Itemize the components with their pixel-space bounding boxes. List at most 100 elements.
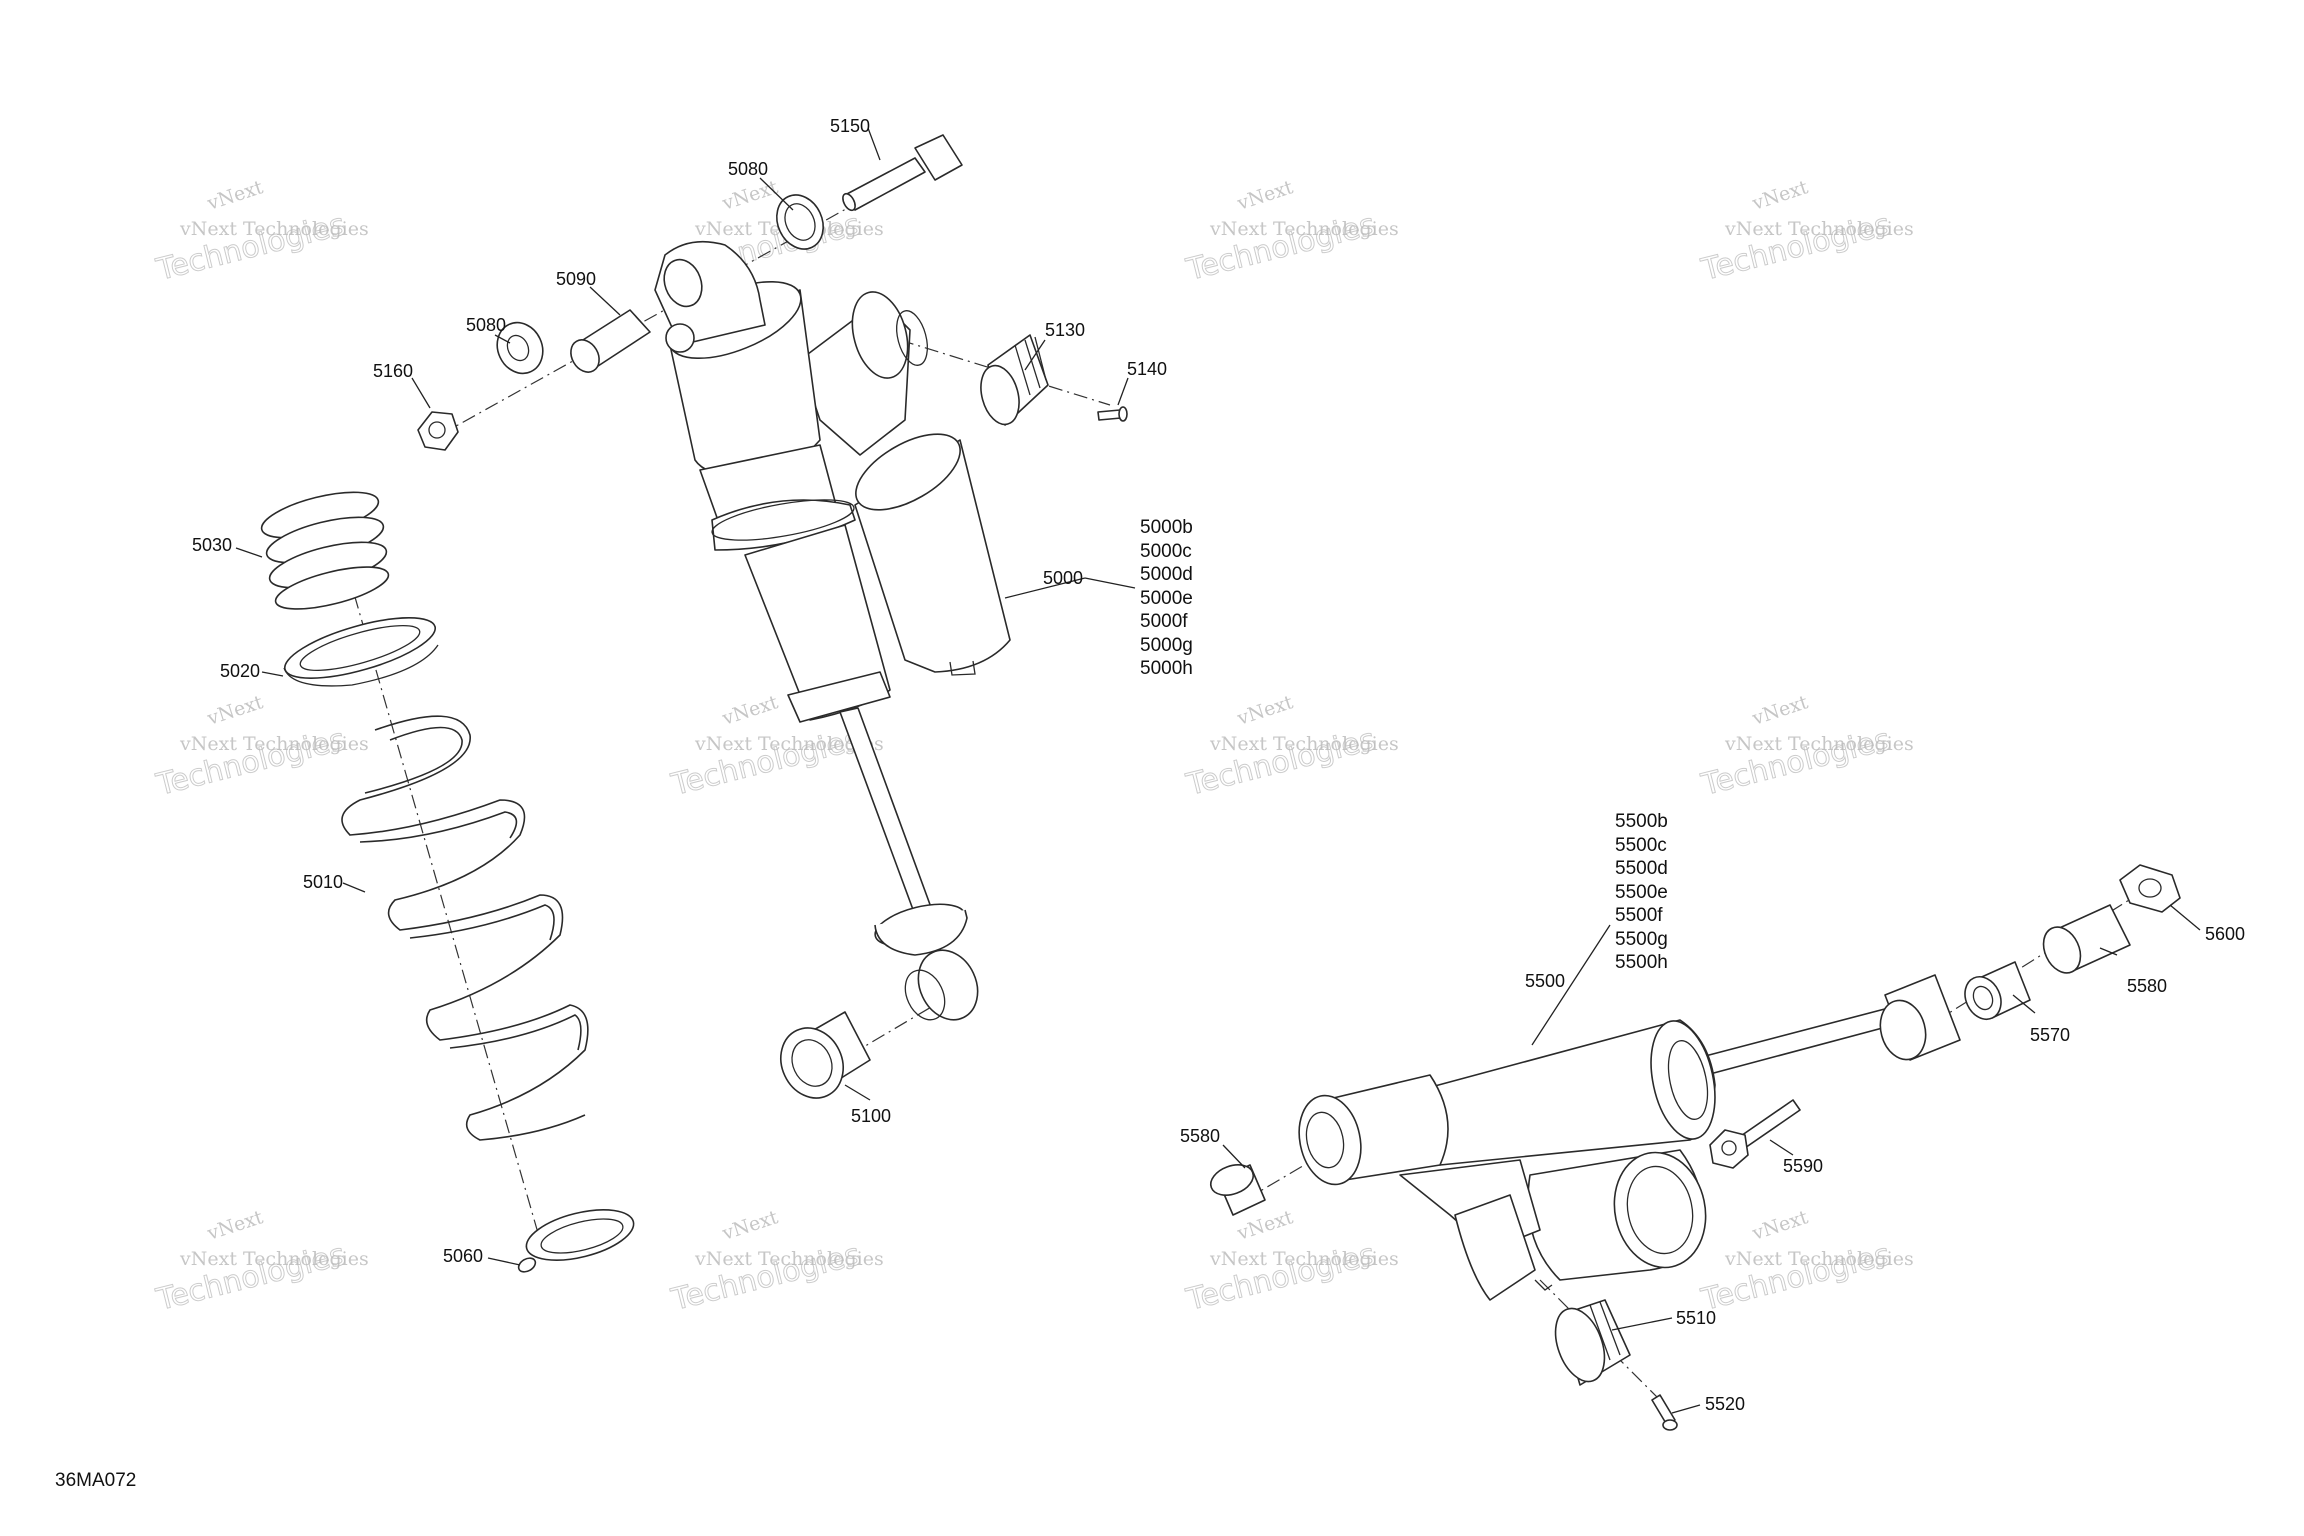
svg-text:vNext Technologies: vNext Technologies — [179, 1248, 369, 1270]
mount-pin — [665, 323, 695, 353]
bolt-5150 — [842, 134, 963, 212]
watermark: vNext vNext Technologies Technologies — [152, 1206, 369, 1318]
preload-rings-5030 — [260, 491, 390, 610]
nut-5160 — [417, 411, 459, 451]
svg-text:vNext Technologies: vNext Technologies — [1209, 1248, 1399, 1270]
svg-text:vNext Technologies: vNext Technologies — [1724, 1248, 1914, 1270]
bottom-eye — [917, 949, 979, 1021]
watermark: vNext vNext Technologies Technologies — [1182, 1206, 1399, 1318]
watermark: vNext vNext Technologies Technologies — [152, 691, 369, 803]
svg-text:vNext Technologies: vNext Technologies — [1209, 733, 1399, 755]
variant-5500c: 5500c — [1615, 835, 1667, 856]
rear-shock-5500 — [1298, 974, 1961, 1301]
svg-text:vNext: vNext — [1234, 1206, 1296, 1245]
watermark: vNext vNext Technologies Technologies — [1182, 176, 1399, 288]
variant-5000h: 5000h — [1140, 658, 1193, 679]
rear-adjuster-block — [1454, 1194, 1536, 1301]
leader-lines — [235, 127, 2201, 1414]
spacer-5080-upper — [776, 194, 824, 250]
svg-text:vNext Technologies: vNext Technologies — [1724, 218, 1914, 240]
coil-spring-5010 — [341, 715, 589, 1141]
watermark: vNext vNext Technologies Technologies — [1697, 1206, 1914, 1318]
callout-5130: 5130 — [1045, 320, 1085, 340]
retaining-clip-5060 — [517, 1209, 635, 1273]
svg-text:vNext: vNext — [204, 691, 266, 730]
callout-5090: 5090 — [556, 269, 596, 289]
bushing-5100 — [780, 1011, 871, 1099]
callout-labels: 5150 5080 5090 5080 5160 5130 5140 5030 … — [192, 116, 2245, 1414]
bushing-5580-right — [2042, 904, 2131, 974]
callout-5150: 5150 — [830, 116, 870, 136]
callout-5080-upper: 5080 — [728, 159, 768, 179]
variant-5500d: 5500d — [1615, 858, 1668, 879]
svg-text:vNext Technologies: vNext Technologies — [694, 1248, 884, 1270]
callout-5100: 5100 — [851, 1106, 891, 1126]
svg-text:vNext Technologies: vNext Technologies — [179, 218, 369, 240]
variant-5000e: 5000e — [1140, 588, 1193, 609]
front-shock-5000 — [654, 240, 1011, 1021]
knob-5130 — [980, 334, 1049, 426]
callout-5020: 5020 — [220, 661, 260, 681]
callout-5510: 5510 — [1676, 1308, 1716, 1328]
bridge-collar — [851, 291, 909, 379]
svg-text:vNext Technologies: vNext Technologies — [1209, 218, 1399, 240]
variant-5500b: 5500b — [1615, 811, 1668, 832]
watermark: vNext vNext Technologies Technologies — [1697, 691, 1914, 803]
watermark: vNext vNext Technologies Technologies — [1697, 176, 1914, 288]
svg-text:vNext: vNext — [1749, 1206, 1811, 1245]
callout-5010: 5010 — [303, 872, 343, 892]
piston-shaft — [839, 707, 933, 916]
callout-5160: 5160 — [373, 361, 413, 381]
washer-5570 — [1964, 961, 2031, 1020]
variant-5000d: 5000d — [1140, 564, 1193, 585]
svg-text:vNext: vNext — [719, 1206, 781, 1245]
watermark: vNext vNext Technologies Technologies — [1182, 691, 1399, 803]
callout-5060: 5060 — [443, 1246, 483, 1266]
svg-text:vNext: vNext — [1749, 176, 1811, 215]
variant-5000f: 5000f — [1140, 611, 1188, 632]
svg-text:vNext: vNext — [719, 176, 781, 215]
variant-5500f: 5500f — [1615, 905, 1663, 926]
callout-5580-left: 5580 — [1180, 1126, 1220, 1146]
rear-shaft — [1689, 1004, 1906, 1079]
callout-5580-right: 5580 — [2127, 976, 2167, 996]
svg-text:vNext Technologies: vNext Technologies — [179, 733, 369, 755]
variant-5000g: 5000g — [1140, 635, 1193, 656]
variant-5000c: 5000c — [1140, 541, 1192, 562]
svg-text:vNext: vNext — [719, 691, 781, 730]
knob-5510 — [1554, 1299, 1631, 1386]
svg-text:vNext: vNext — [1749, 691, 1811, 730]
variant-5500g: 5500g — [1615, 929, 1668, 950]
figure-id: 36MA072 — [55, 1470, 136, 1491]
rear-adjuster-stem — [1534, 1279, 1553, 1291]
lower-body-collar — [787, 671, 891, 723]
bottom-bumper-body — [874, 909, 968, 956]
callout-5080-lower: 5080 — [466, 315, 506, 335]
svg-text:vNext Technologies: vNext Technologies — [1724, 733, 1914, 755]
bottom-eye-hole — [904, 969, 946, 1021]
callout-5140: 5140 — [1127, 359, 1167, 379]
variant-5500e: 5500e — [1615, 882, 1668, 903]
rear-eye-hole — [1879, 999, 1927, 1061]
rear-left-collar — [1298, 1094, 1362, 1186]
sleeve-5090 — [570, 309, 651, 373]
bolt-5590 — [1709, 1099, 1801, 1169]
nut-5600 — [2119, 864, 2181, 913]
variant-5000b: 5000b — [1140, 517, 1193, 538]
callout-5000: 5000 — [1043, 568, 1083, 588]
rear-body-end — [1650, 1020, 1716, 1140]
rear-reservoir-end — [1613, 1151, 1707, 1269]
svg-text:vNext: vNext — [204, 1206, 266, 1245]
top-eye-hole — [663, 258, 703, 308]
variant-list-5000: 5000b 5000c 5000d 5000e 5000f 5000g 5000… — [1140, 517, 1193, 679]
watermark: vNext vNext Technologies Technologies — [152, 176, 369, 288]
callout-5520: 5520 — [1705, 1394, 1745, 1414]
screw-5520 — [1651, 1394, 1678, 1431]
bushing-5580-left — [1209, 1164, 1266, 1216]
callout-5570: 5570 — [2030, 1025, 2070, 1045]
spring-perch-rim — [711, 499, 855, 541]
callout-5600: 5600 — [2205, 924, 2245, 944]
callout-5500: 5500 — [1525, 971, 1565, 991]
spring-seat-5020 — [283, 617, 439, 687]
axis-spring — [339, 544, 541, 1241]
